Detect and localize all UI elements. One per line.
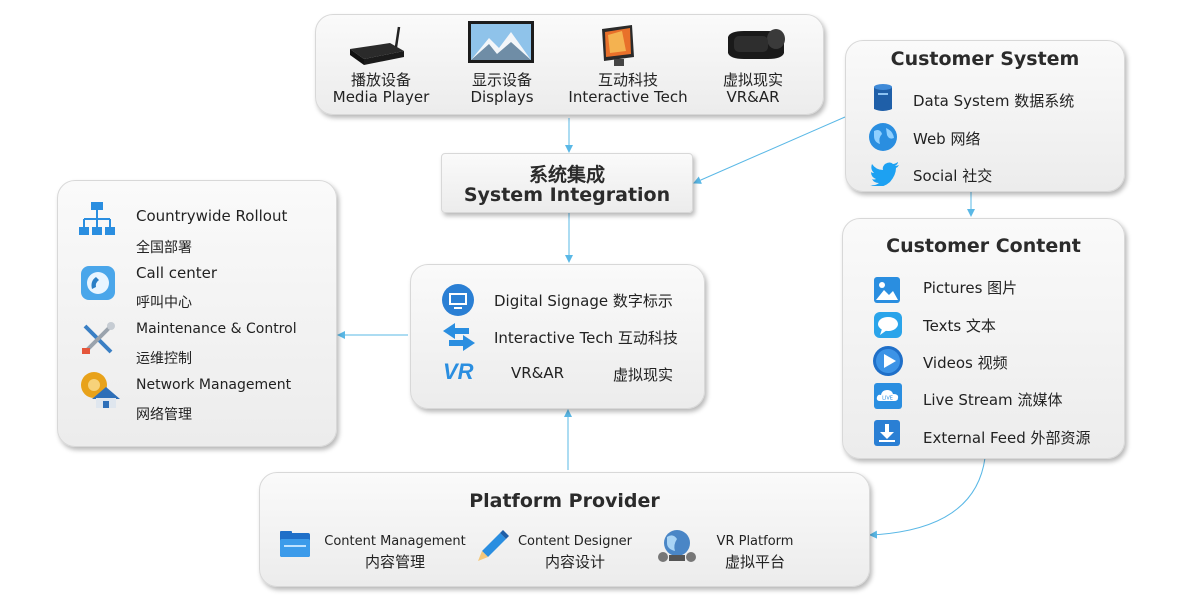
platform-item-en: VR Platform xyxy=(716,534,794,549)
device-en-label: Displays xyxy=(470,88,534,106)
tools-icon xyxy=(82,322,115,354)
device-en-label: Interactive Tech xyxy=(568,88,688,106)
rollout-item-cn: 呼叫中心 xyxy=(136,295,192,311)
signage-item-label: Digital Signage 数字标示 xyxy=(494,292,673,310)
signage-box: Digital Signage 数字标示 Interactive Tech 互动… xyxy=(410,264,705,409)
device-cn-label: 虚拟现实 xyxy=(722,71,783,89)
customer-system-item-label: Data System 数据系统 xyxy=(913,92,1075,110)
interactive-tablet-icon xyxy=(602,25,634,66)
customer-content-item-label: Texts 文本 xyxy=(923,317,996,335)
monitor-icon xyxy=(442,284,474,316)
play-icon xyxy=(873,346,903,376)
platform-title: Platform Provider xyxy=(469,490,660,512)
device-en-label: Media Player xyxy=(332,88,430,106)
signage-item-label-secondary: 虚拟现实 xyxy=(613,366,674,384)
device-en-label: VR&AR xyxy=(726,88,780,106)
live-cloud-icon: LIVE xyxy=(874,383,902,409)
rollout-item-en: Network Management xyxy=(136,377,292,393)
rollout-item-cn: 运维控制 xyxy=(136,351,192,367)
twitter-icon xyxy=(870,162,899,186)
customer-content-item-label: External Feed 外部资源 xyxy=(923,429,1091,447)
customer-content-box: Customer Content Pictures 图片 Texts 文本 Vi… xyxy=(842,218,1125,459)
customer-system-box: Customer System Data System 数据系统 Web 网络 … xyxy=(845,40,1125,192)
platform-item-en: Content Management xyxy=(324,534,466,549)
network-house-icon xyxy=(81,372,120,408)
network-tree-icon xyxy=(79,202,115,235)
customer-system-title: Customer System xyxy=(890,48,1080,70)
integration-box: 系统集成 System Integration xyxy=(441,153,693,213)
device-cn-label: 播放设备 xyxy=(350,71,411,89)
vr-logo-icon: VR xyxy=(443,359,474,384)
rollout-item-en: Call center xyxy=(136,264,218,282)
signage-item-label: VR&AR xyxy=(511,364,565,382)
vr-headset-icon xyxy=(728,29,785,59)
customer-system-item-label: Social 社交 xyxy=(913,167,993,185)
integration-cn-title: 系统集成 xyxy=(528,164,605,186)
database-icon xyxy=(874,84,892,111)
customer-content-item-label: Videos 视频 xyxy=(923,354,1008,372)
platform-item-cn: 内容管理 xyxy=(364,553,425,571)
device-cn-label: 显示设备 xyxy=(471,71,532,89)
call-center-icon xyxy=(81,266,115,300)
rollout-box: Countrywide Rollout 全国部署 Call center 呼叫中… xyxy=(57,180,337,447)
display-icon xyxy=(468,21,534,63)
device-cn-label: 互动科技 xyxy=(597,71,658,89)
platform-item-cn: 内容设计 xyxy=(544,553,605,571)
rollout-item-cn: 全国部署 xyxy=(136,240,192,256)
devices-box: 播放设备 Media Player 显示设备 Displays 互动科技 Int… xyxy=(315,14,824,115)
arrow-customer-system-to-integration xyxy=(693,116,846,184)
globe-icon xyxy=(869,123,897,151)
platform-item-cn: 虚拟平台 xyxy=(724,553,785,571)
platform-box: Platform Provider Content Management 内容管… xyxy=(259,472,870,587)
rollout-item-en: Maintenance & Control xyxy=(136,321,297,337)
picture-icon xyxy=(874,277,900,303)
live-badge-text: LIVE xyxy=(882,396,893,402)
customer-content-title: Customer Content xyxy=(886,235,1081,257)
pencil-icon xyxy=(478,530,509,561)
download-icon xyxy=(874,420,900,446)
customer-system-item-label: Web 网络 xyxy=(913,130,981,148)
arrows-swap-icon xyxy=(443,323,475,351)
folder-icon xyxy=(280,531,310,557)
chat-bubble-icon xyxy=(874,312,902,338)
platform-item-en: Content Designer xyxy=(517,534,633,549)
arrow-content-to-platform xyxy=(869,457,986,539)
integration-en-title: System Integration xyxy=(463,184,671,206)
rollout-item-cn: 网络管理 xyxy=(136,407,192,423)
signage-item-label: Interactive Tech 互动科技 xyxy=(494,329,678,347)
vr-globe-icon xyxy=(658,530,696,562)
rollout-item-en: Countrywide Rollout xyxy=(136,207,288,225)
customer-content-item-label: Live Stream 流媒体 xyxy=(923,391,1063,409)
media-player-icon xyxy=(350,26,404,65)
customer-content-item-label: Pictures 图片 xyxy=(923,279,1018,297)
